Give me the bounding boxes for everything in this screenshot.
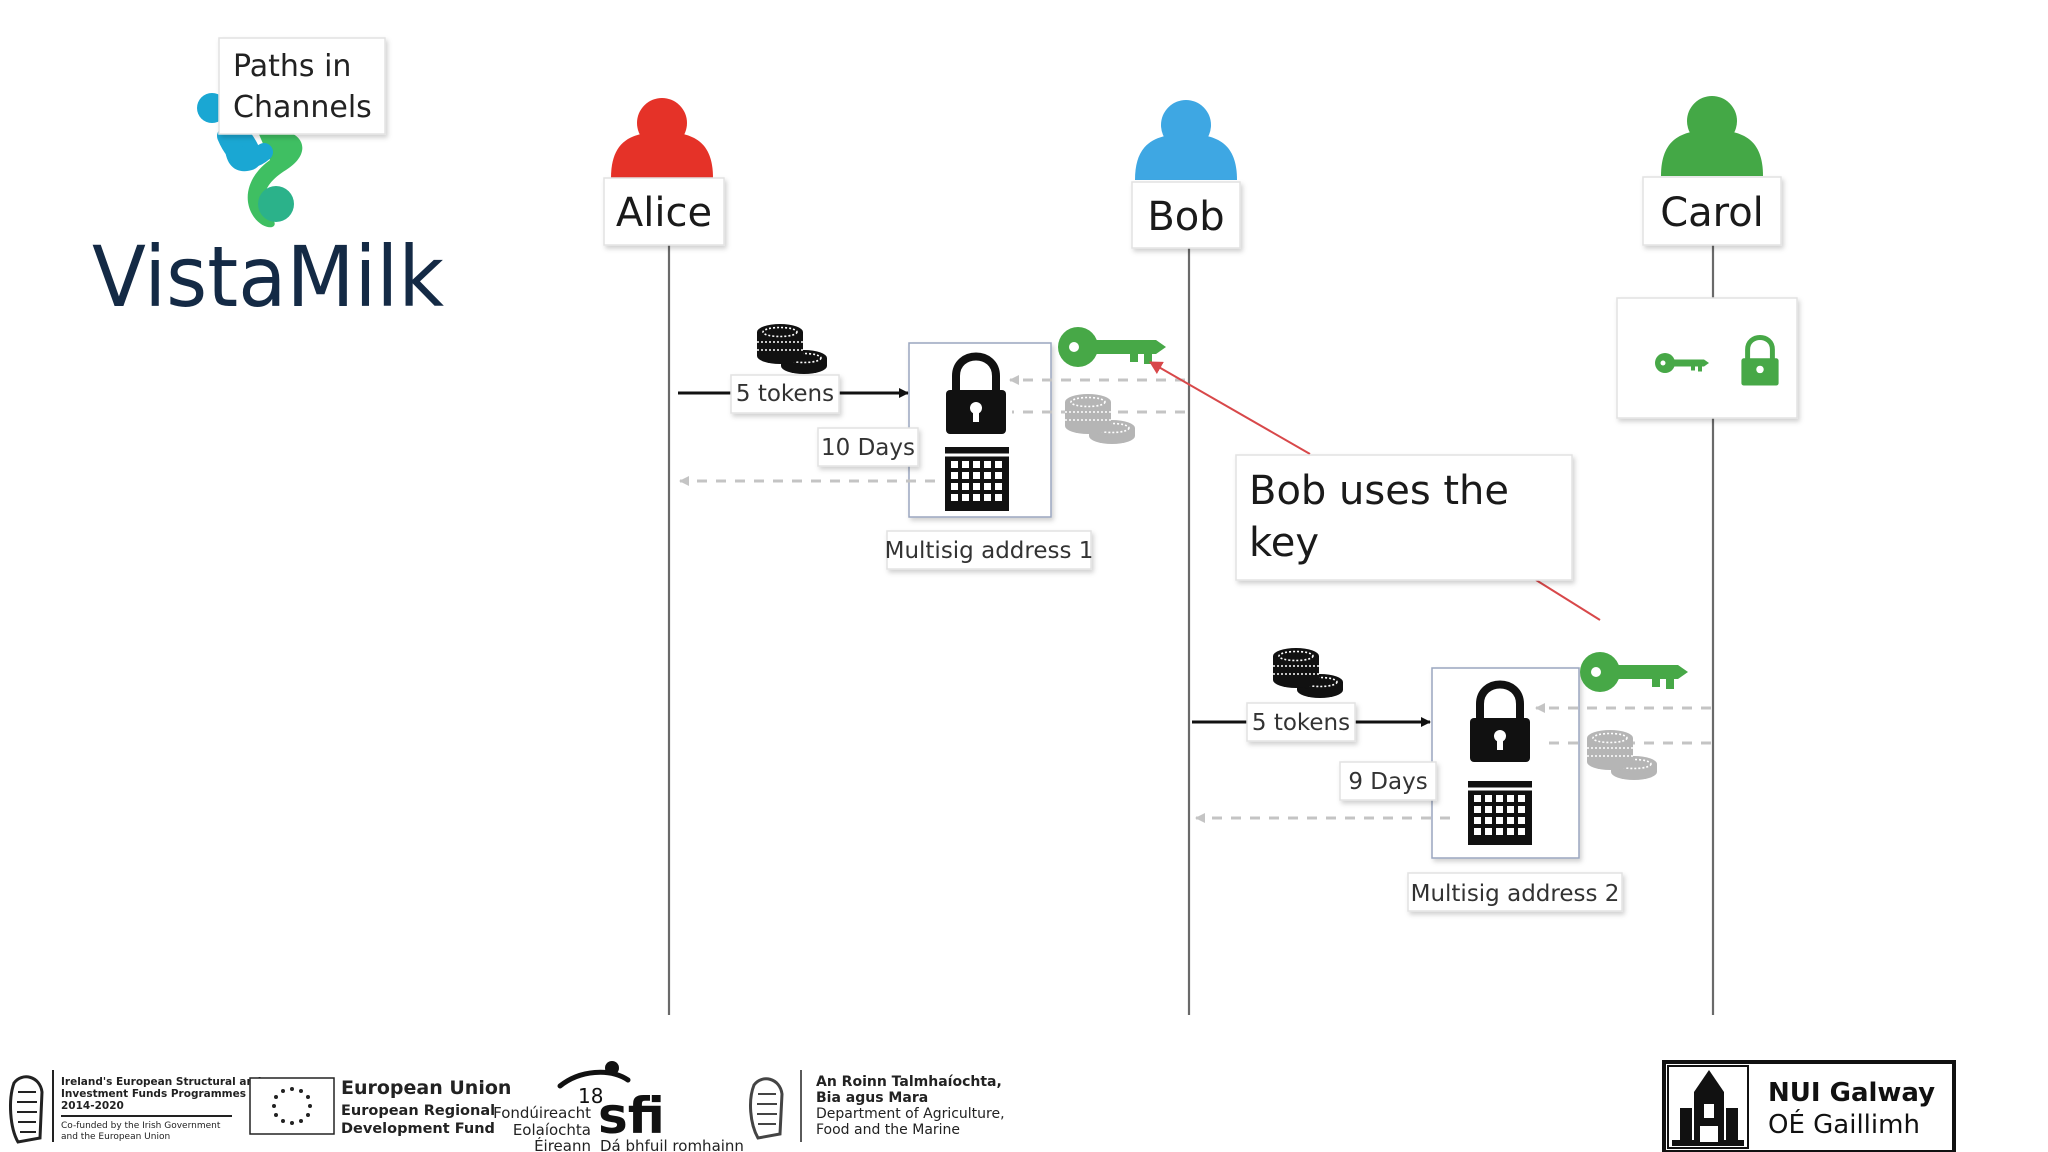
actor-carol-box (1642, 176, 1782, 246)
esif-line-2: Investment Funds Programmes (61, 1088, 246, 1100)
actor-carol-label: Carol (1660, 190, 1764, 236)
channel-1-tokens-box (730, 374, 840, 414)
multisig-1-label-box (886, 530, 1092, 570)
nuig-logo: NUI Galway OÉ Gaillimh (1662, 1060, 1956, 1152)
coins-icon (1272, 647, 1344, 699)
calendar-icon (1466, 779, 1534, 847)
padlock-icon (1741, 335, 1779, 386)
footer-logos: Ireland's European Structural and Invest… (9, 1060, 1956, 1152)
person-icon (1661, 96, 1763, 176)
dept-logo: An Roinn Talmhaíochta, Bia agus Mara Dep… (749, 1070, 1005, 1142)
sfi-line-3: Éireann (534, 1136, 591, 1152)
channel-2-days-box (1339, 761, 1437, 801)
channel-1: 5 tokens 10 Days Multisig address 1 (678, 323, 1185, 570)
sfi-mark: sfi (598, 1087, 665, 1145)
channel-2: 5 tokens 9 Days Multisig address 2 (1192, 647, 1711, 912)
channel-2-tokens-box (1246, 702, 1356, 742)
channel-1-days-label: 10 Days (821, 435, 915, 461)
eu-line-2: European Regional (341, 1103, 495, 1119)
callout: Bob uses the key (1149, 361, 1601, 621)
multisig-1-label: Multisig address 1 (885, 538, 1094, 564)
person-icon (611, 98, 713, 178)
person-icon (1135, 100, 1237, 180)
sfi-logo: Fondúireacht Eolaíochta Éireann sfi 18 D… (493, 1061, 744, 1152)
key-icon (1580, 652, 1688, 692)
logo-tag-box (218, 37, 386, 135)
sfi-tagline: Dá bhfuil romhainn (600, 1137, 744, 1152)
sfi-line-1: Fondúireacht (493, 1104, 591, 1122)
logo-tag-line-2: Channels (233, 90, 372, 125)
key-icon (1058, 327, 1166, 367)
multisig-2-label-box (1407, 872, 1623, 912)
actor-bob: Bob (1131, 100, 1241, 249)
castle-icon (1667, 1065, 1749, 1149)
eu-stars-icon (272, 1087, 312, 1125)
sfi-swoosh (557, 1069, 631, 1089)
eu-flag (249, 1077, 335, 1135)
dept-line-1: An Roinn Talmhaíochta, (816, 1074, 1002, 1090)
carol-secret-frame (1616, 297, 1798, 419)
coins-icon (756, 323, 828, 375)
actor-bob-label: Bob (1147, 194, 1224, 240)
harp-icon (749, 1077, 784, 1140)
callout-box (1235, 454, 1573, 581)
actor-carol: Carol (1642, 96, 1782, 246)
dept-line-2: Bia agus Mara (816, 1090, 928, 1106)
carol-secret-box (1616, 297, 1798, 419)
channel-1-tokens-label: 5 tokens (736, 381, 834, 407)
channel-1-days-box (817, 427, 919, 467)
dept-line-3: Department of Agriculture, (816, 1106, 1005, 1122)
esif-line-5: and the European Union (61, 1132, 170, 1142)
eu-line-1: European Union (341, 1077, 511, 1099)
sfi-number: 18 (578, 1084, 603, 1108)
eu-logo: European Union European Regional Develop… (249, 1077, 511, 1137)
coins-icon (1064, 393, 1136, 445)
vistamilk-logo: Paths in Channels VistaMilk (92, 37, 444, 326)
callout-tail (1535, 579, 1601, 621)
eu-line-3: Development Fund (341, 1121, 495, 1137)
sfi-dot (605, 1061, 619, 1075)
nuig-line-2: OÉ Gaillimh (1768, 1108, 1920, 1140)
esif-logo: Ireland's European Structural and Invest… (9, 1070, 261, 1144)
coins-icon (1586, 729, 1658, 781)
dept-line-4: Food and the Marine (816, 1122, 960, 1138)
channel-2-days-label: 9 Days (1348, 769, 1427, 795)
actor-bob-box (1131, 181, 1241, 249)
esif-line-3: 2014-2020 (61, 1100, 124, 1112)
esif-line-1: Ireland's European Structural and (61, 1076, 261, 1088)
callout-pointer (1149, 361, 1311, 455)
multisig-2-label: Multisig address 2 (1411, 881, 1620, 907)
brand-name: VistaMilk (92, 228, 444, 326)
logo-tag-line-1: Paths in (233, 49, 351, 84)
callout-line-1: Bob uses the (1249, 468, 1509, 514)
nuig-line-1: NUI Galway (1768, 1078, 1935, 1108)
actor-alice: Alice (603, 98, 725, 246)
esif-line-4: Co-funded by the Irish Government (61, 1121, 221, 1131)
callout-line-2: key (1249, 520, 1319, 566)
actor-alice-box (603, 177, 725, 246)
actor-alice-label: Alice (616, 190, 712, 236)
sfi-line-2: Eolaíochta (513, 1121, 591, 1139)
harp-icon (9, 1075, 44, 1144)
calendar-icon (943, 445, 1011, 513)
channel-2-tokens-label: 5 tokens (1252, 710, 1350, 736)
